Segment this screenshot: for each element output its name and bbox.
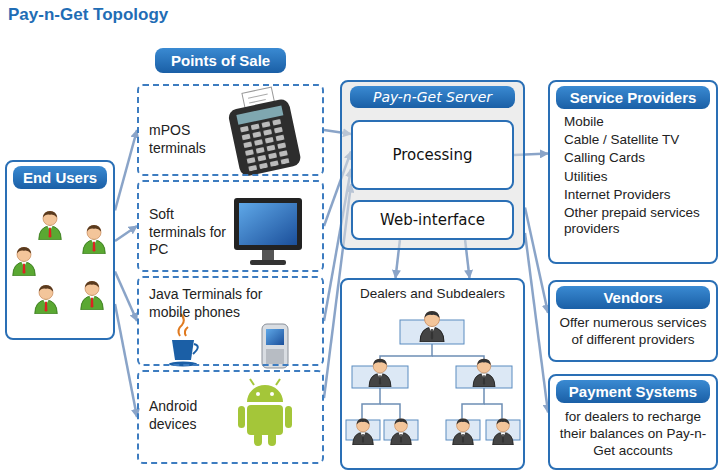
flow-arrow: [115, 130, 137, 210]
dealer-box: Dealers and Subdealers: [340, 278, 525, 470]
node-body: Internet Providers: [550, 186, 716, 204]
server-box: Pay-n-Get ServerProcessingWeb-interface: [340, 80, 525, 250]
node-body: Mobile: [550, 113, 716, 131]
node-heading: End Users: [13, 166, 107, 189]
flow-arrow: [115, 272, 137, 321]
pos-box: mPOS terminals: [137, 84, 324, 176]
flow-arrow: [115, 226, 137, 241]
pos-box: Android devices: [137, 370, 324, 464]
node-body: Calling Cards: [550, 149, 716, 167]
pos-box: Soft terminals for PC: [137, 180, 324, 272]
node-body: Other prepaid services providers: [550, 204, 716, 238]
provider-box: Service ProvidersMobileCable / Satellite…: [548, 80, 718, 264]
node-body: Utilities: [550, 168, 716, 186]
process-box: Web-interface: [351, 200, 514, 240]
node-body: Cable / Satellite TV: [550, 131, 716, 149]
pos-group: Points of SalemPOS terminalsSoft termina…: [133, 78, 328, 470]
process-box: Processing: [351, 120, 514, 190]
node-heading: Pay-n-Get Server: [350, 86, 515, 108]
node-heading: Soft terminals for PC: [149, 206, 233, 259]
vendor-box: VendorsOffer numerous services of differ…: [548, 280, 718, 362]
node-heading: Processing: [392, 146, 472, 164]
node-heading: Java Terminals for mobile phones: [149, 286, 289, 321]
node-heading: Web-interface: [380, 211, 485, 229]
flow-arrow: [115, 304, 137, 417]
node-heading: Service Providers: [556, 86, 710, 109]
node-heading: mPOS terminals: [149, 122, 237, 157]
node-heading: Points of Sale: [155, 48, 286, 73]
node-body: Offer numerous services of different pro…: [550, 313, 716, 351]
node-body: for dealers to recharge their balances o…: [550, 407, 716, 462]
user-group: End Users: [5, 160, 115, 340]
diagram-title: Pay-n-Get Topology: [8, 5, 168, 25]
payment-box: Payment Systems for dealers to recharge t…: [548, 374, 718, 470]
flow-arrow: [525, 233, 548, 412]
node-heading: Payment Systems: [556, 380, 710, 403]
pos-box: Java Terminals for mobile phones: [137, 276, 324, 366]
node-heading: Android devices: [149, 398, 233, 433]
node-heading: Vendors: [556, 286, 710, 309]
node-heading: Dealers and Subdealers: [342, 280, 523, 301]
